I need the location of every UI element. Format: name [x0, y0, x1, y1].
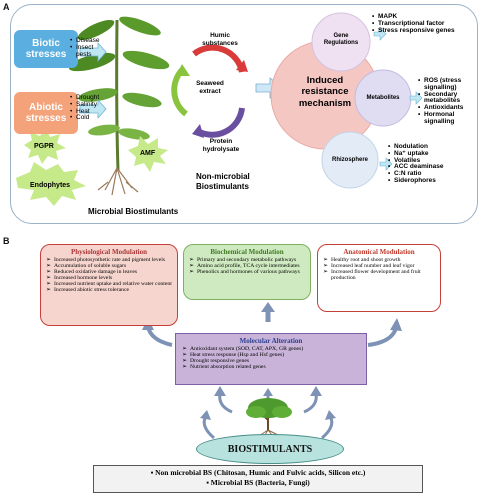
- metabolite-item: Hormonal signalling: [418, 111, 478, 126]
- humic-substances-label: Humic substances: [202, 32, 238, 47]
- abiotic-stress-list: Drought Salinity Heat Cold: [70, 94, 110, 122]
- gene-item: Transcriptional factor: [372, 20, 472, 28]
- biochemical-list: Primary and secondary metabolic pathways…: [189, 257, 305, 276]
- amf-burst: [128, 136, 168, 172]
- abiotic-item: Salinity: [70, 101, 110, 109]
- rhizosphere-item: Siderophores: [388, 177, 468, 185]
- bs-type-item: ▪ Microbial BS (Bacteria, Fungi): [206, 477, 310, 487]
- pgpr-burst: [24, 128, 66, 164]
- biostimulants-title: BIOSTIMULANTS: [227, 443, 313, 455]
- anatomical-list: Healthy root and shoot growth Increased …: [323, 257, 435, 281]
- metabolites-title: Metabolites: [366, 95, 400, 101]
- abiotic-item: Drought: [70, 94, 110, 102]
- seaweed-extract-label: Seaweed extract: [196, 80, 224, 95]
- bs-type-microbial: Microbial BS (Bacteria, Fungi): [210, 477, 310, 487]
- molecular-list: Antioxidant system (SOD, CAT, APX, GR ge…: [182, 346, 360, 371]
- metabolite-item: ROS (stress signalling): [418, 77, 478, 92]
- biostimulants-oval: BIOSTIMULANTS: [196, 434, 344, 464]
- anatomical-item: Increased leaf number and leaf vigor: [323, 263, 435, 270]
- physiological-list: Increased photosynthetic rate and pigmen…: [46, 257, 172, 294]
- amf-label: AMF: [140, 150, 156, 157]
- physiological-title: Physiological Modulation: [70, 248, 148, 256]
- panel-b-graphics: [142, 302, 402, 441]
- microbial-biostimulants-caption: Microbial Biostimulants: [88, 207, 179, 216]
- rhizosphere-item: Na⁺ uptake: [388, 150, 468, 158]
- rhizosphere-list: Nodulation Na⁺ uptake Volatiles ACC deam…: [388, 143, 468, 185]
- bs-type-nonmicrobial: Non microbial BS (Chitosan, Humic and Fu…: [155, 468, 366, 477]
- rhizosphere-item: ACC deaminase: [388, 164, 468, 171]
- biotic-item: Insect pests: [70, 44, 110, 59]
- biostimulant-types-box: ▪ Non microbial BS (Chitosan, Humic and …: [93, 465, 423, 493]
- endophytes-burst: [16, 162, 86, 206]
- protein-hydrolysate-label: Protein hydrolysate: [202, 138, 240, 153]
- metabolite-item: Antioxidants: [418, 104, 478, 112]
- biochemical-item: Primary and secondary metabolic pathways: [189, 257, 305, 264]
- endophytes-label: Endophytes: [30, 182, 71, 189]
- physiological-modulation-box: Physiological Modulation Increased photo…: [40, 244, 178, 326]
- gene-regulations-list: MAPK Transcriptional factor Stress respo…: [372, 13, 472, 35]
- biotic-item: Disease: [70, 37, 110, 45]
- physiological-item: Accumulation of soluble sugars: [46, 263, 172, 270]
- rhizosphere-title: Rhizosphere: [331, 157, 368, 163]
- anatomical-modulation-box: Anatomical Modulation Healthy root and s…: [317, 244, 441, 312]
- anatomical-item: Healthy root and shoot growth: [323, 257, 435, 264]
- physiological-item: Reduced oxidative damage in leaves: [46, 269, 172, 276]
- anatomical-title: Anatomical Modulation: [343, 248, 415, 256]
- biochemical-item: Phenolics and hormones of various pathwa…: [189, 269, 305, 276]
- metabolite-item: Secondary metabolites: [418, 91, 478, 106]
- molecular-item: Heat stress response (Hsp and Hsf genes): [182, 352, 360, 359]
- molecular-item: Antioxidant system (SOD, CAT, APX, GR ge…: [182, 346, 360, 353]
- gene-regulations-title: Gene Regulations: [323, 33, 359, 47]
- rhizosphere-item: Nodulation: [388, 143, 468, 151]
- biochemical-title: Biochemical Modulation: [210, 248, 284, 256]
- pgpr-label: PGPR: [34, 143, 54, 150]
- abiotic-item: Heat: [70, 108, 110, 116]
- tree-illustration: [246, 398, 292, 441]
- molecular-item: Drought responsive genes: [182, 358, 360, 365]
- anatomical-item: Increased flower development and fruit p…: [323, 269, 435, 281]
- gene-item: Stress responsive genes: [372, 27, 472, 35]
- induced-resistance-mechanism: Induced resistance mechanism: [298, 75, 352, 109]
- physiological-item: Increased abiotic stress tolerance: [46, 287, 172, 294]
- rhizosphere-item: C:N ratio: [388, 170, 468, 178]
- biotic-stress-box: Biotic stresses: [14, 30, 78, 68]
- panel-b-label: B: [3, 236, 10, 246]
- abiotic-stress-box: Abiotic stresses: [14, 92, 78, 134]
- metabolites-list: ROS (stress signalling) Secondary metabo…: [418, 77, 478, 126]
- molecular-alteration-box: Molecular Alteration Antioxidant system …: [175, 333, 367, 385]
- panel-a-label: A: [3, 2, 10, 12]
- molecular-title: Molecular Alteration: [239, 337, 303, 345]
- physiological-item: Increased hormone levels: [46, 275, 172, 282]
- physiological-item: Increased nutrient uptake and relative w…: [46, 281, 172, 288]
- molecular-item: Nutrient absorption related genes: [182, 364, 360, 371]
- abiotic-item: Cold: [70, 115, 110, 122]
- non-microbial-biostimulants-caption: Non-microbial Biostimulants: [196, 172, 250, 191]
- abiotic-stress-title: Abiotic stresses: [25, 101, 67, 125]
- bs-type-item: ▪ Non microbial BS (Chitosan, Humic and …: [150, 468, 366, 477]
- rhizosphere-item: Volatiles: [388, 157, 468, 165]
- biochemical-item: Amino acid profile, TCA cycle intermedia…: [189, 263, 305, 270]
- biotic-stress-title: Biotic stresses: [25, 37, 67, 61]
- gene-item: MAPK: [372, 13, 472, 21]
- physiological-item: Increased photosynthetic rate and pigmen…: [46, 257, 172, 264]
- biochemical-modulation-box: Biochemical Modulation Primary and secon…: [183, 244, 311, 300]
- biotic-stress-list: Disease Insect pests: [70, 37, 110, 59]
